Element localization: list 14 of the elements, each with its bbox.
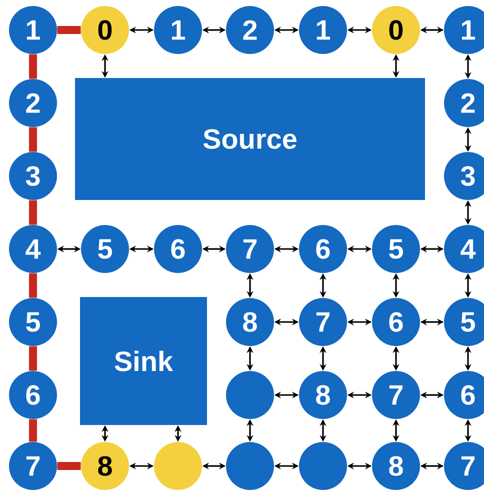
empty-circle xyxy=(226,371,274,419)
rectangle-box: Source xyxy=(75,78,425,200)
connector-line xyxy=(29,200,37,225)
connector-line xyxy=(57,462,81,470)
connector-line xyxy=(29,127,37,152)
empty-circle xyxy=(299,442,347,490)
connector-line xyxy=(29,273,37,298)
empty-circle xyxy=(154,442,202,490)
connector-line xyxy=(29,346,37,371)
connector-line xyxy=(29,54,37,79)
rectangle-box: Sink xyxy=(80,297,207,425)
empty-circle xyxy=(226,442,274,490)
connector-line xyxy=(29,419,37,442)
connector-line xyxy=(57,26,81,34)
